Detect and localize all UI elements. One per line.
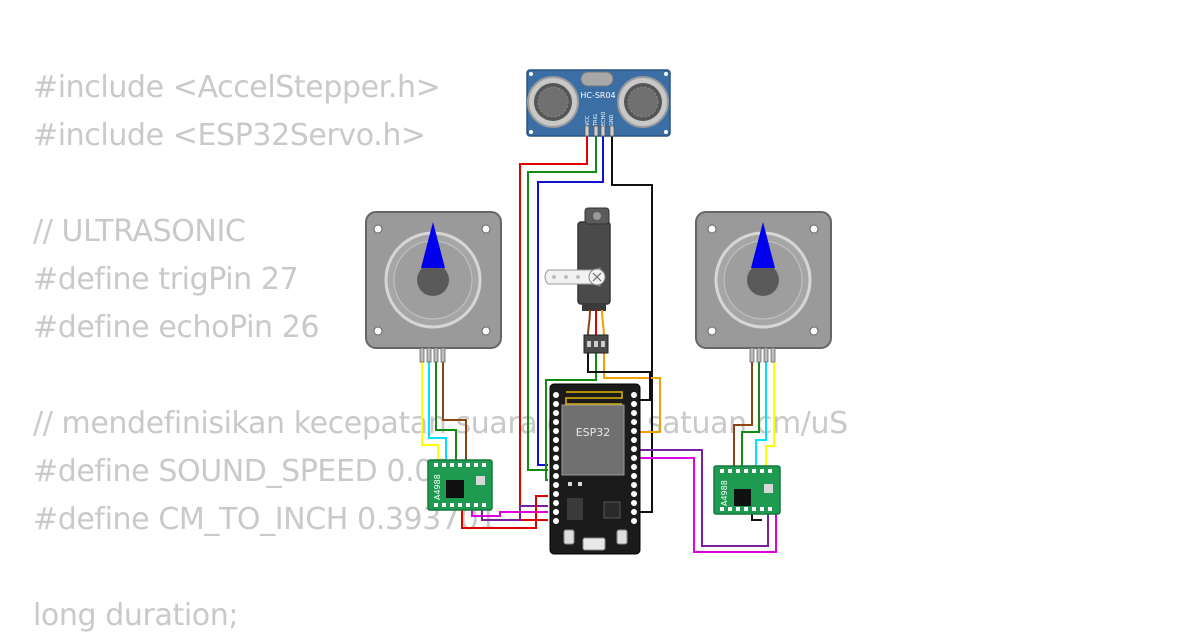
wire-rmotor-yellow[interactable] [765,350,775,468]
motor-needle-right [751,222,775,268]
wire-servo-black[interactable] [587,345,651,401]
pin-label-gnd: GND [609,114,615,126]
esp32-pins-left [553,392,559,524]
servo-motor[interactable] [544,207,611,354]
wire-servo-orange[interactable] [603,345,661,433]
motor-needle-left [421,222,445,268]
wire-rmotor-green[interactable] [741,350,760,468]
wire-ldriver-purple[interactable] [481,505,548,521]
wire-servo-green[interactable] [545,345,597,481]
wire-gnd-black[interactable] [611,135,653,513]
code-line: long duration; [33,598,239,633]
wire-ldriver-magenta[interactable] [471,510,548,517]
wire-rmotor-cyan[interactable] [755,350,767,468]
code-line: // ULTRASONIC [33,214,246,249]
wire-lmotor-brown[interactable] [442,350,467,465]
esp32-board[interactable]: ESP32 [549,383,641,555]
wire-ldriver-red[interactable] [461,495,548,529]
code-line: #define SOUND_SPEED 0.034 [33,454,471,489]
code-line: #include <ESP32Servo.h> [33,118,426,153]
transducer-right [617,76,669,128]
code-line: #define echoPin 26 [33,310,320,345]
pin-label-echo: ECHO [601,112,607,126]
pin-label-trig: TRIG [593,114,599,127]
pin-label-vcc: VCC [585,115,591,126]
ultrasonic-pins [584,125,615,137]
wire-lmotor-green[interactable] [435,350,457,465]
servo-cable [587,309,605,337]
stepper-driver-left[interactable]: A4988 [427,459,493,511]
wire-lmotor-cyan[interactable] [428,350,447,465]
stepper-motor-right[interactable] [695,211,832,363]
antenna-trace [565,391,623,405]
esp32-pins-right [631,392,637,524]
wire-lmotor-yellow[interactable] [421,350,439,465]
wire-rdriver-magenta[interactable] [640,457,777,553]
stepper-motor-left[interactable] [365,211,502,363]
wires [421,135,777,553]
code-line: #include <AccelStepper.h> [33,70,441,105]
driver-left-label: A4988 [433,474,442,500]
wire-echo-blue[interactable] [537,135,604,466]
wire-trig-green[interactable] [527,135,597,471]
esp32-label: ESP32 [576,426,611,439]
wire-vcc-red[interactable] [519,135,588,521]
code-line: #define trigPin 27 [33,262,299,297]
ultrasonic-label: HC-SR04 [580,91,615,100]
stepper-driver-right[interactable]: A4988 [713,465,781,515]
wire-rmotor-brown[interactable] [733,350,753,468]
wire-rdriver-purple[interactable] [640,449,769,547]
transducer-left [527,76,579,128]
driver-right-label: A4988 [720,480,729,506]
ultrasonic-sensor[interactable]: HC-SR04 VCC TRIG ECHO GND [526,69,671,137]
ultrasonic-pin-labels: VCC TRIG ECHO GND [585,112,615,127]
code-editor: #include <AccelStepper.h> #include <ESP3… [33,64,848,640]
code-line: #define CM_TO_INCH 0.393701 [33,502,497,537]
